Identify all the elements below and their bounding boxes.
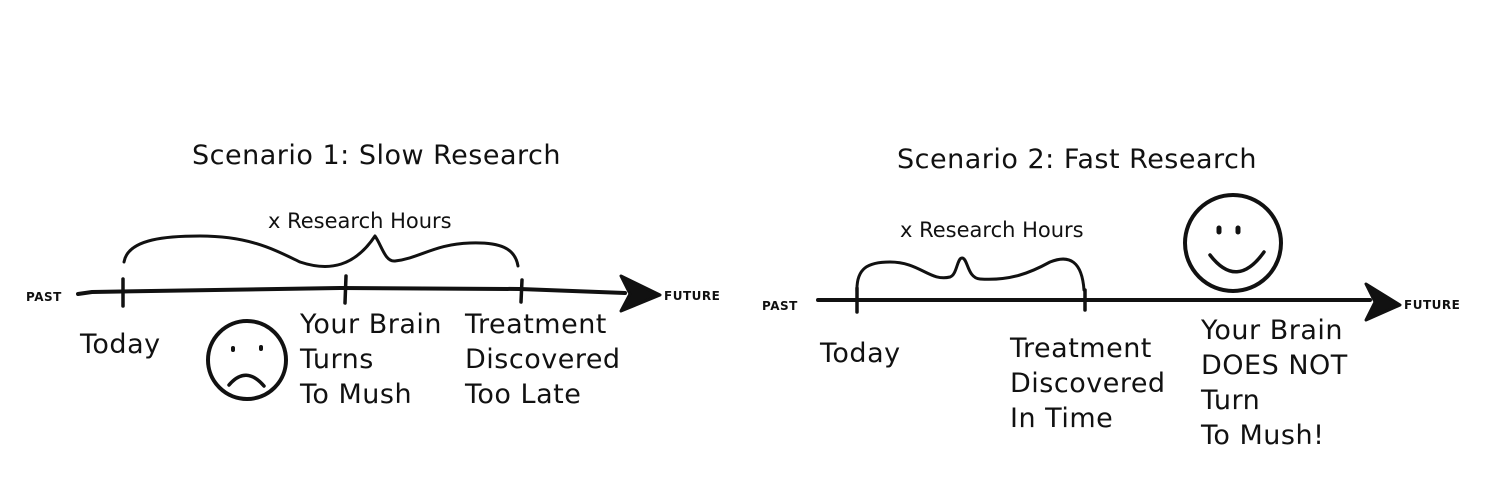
event-line: Discovered xyxy=(465,344,621,375)
scenario1-title: Scenario 1: Slow Research xyxy=(192,140,561,171)
event-line: Turn xyxy=(1201,385,1261,416)
scenario2-future-label: FUTURE xyxy=(1404,298,1461,312)
event-line: Your Brain xyxy=(300,309,443,340)
scenario1-event-treatment: Treatment Discovered Too Late xyxy=(465,307,621,412)
scenario2-event-treatment: Treatment Discovered In Time xyxy=(1010,331,1166,436)
scenario2-happy-face-mouth xyxy=(1208,250,1266,274)
scenario2-happy-face-eyes xyxy=(1216,225,1241,235)
scenario1-research-brace xyxy=(122,234,520,268)
scenario2-timeline xyxy=(816,193,1402,322)
scenario2-today-label: Today xyxy=(820,338,901,369)
scenario2-title: Scenario 2: Fast Research xyxy=(897,144,1257,175)
scenario1-sad-face xyxy=(206,319,288,401)
scenario1-brace-label: x Research Hours xyxy=(268,209,452,233)
scenario1-future-label: FUTURE xyxy=(664,289,721,303)
event-line: Your Brain xyxy=(1201,315,1344,346)
event-line: To Mush! xyxy=(1201,420,1325,451)
scenario1-today-label: Today xyxy=(80,329,161,360)
event-line: Too Late xyxy=(465,379,582,410)
scenario2-happy-face xyxy=(1183,193,1283,293)
scenario1-timeline-axis xyxy=(76,286,627,296)
scenario1-timeline xyxy=(76,234,662,401)
event-line: DOES NOT xyxy=(1201,350,1348,381)
scenario2-future-arrowhead xyxy=(1364,282,1402,322)
scenario2-research-brace xyxy=(855,256,1086,294)
scenario1-sad-face-eyes xyxy=(231,345,263,352)
scenario1-tick-brain xyxy=(343,274,348,305)
scenario2-brace-label: x Research Hours xyxy=(900,218,1084,242)
event-line: Treatment xyxy=(465,309,607,340)
event-line: Turns xyxy=(300,344,374,375)
event-line: In Time xyxy=(1010,403,1114,434)
scenario1-event-brain: Your Brain Turns To Mush xyxy=(300,307,442,412)
scenario1-tick-treatment xyxy=(519,278,524,304)
scenario2-past-label: PAST xyxy=(762,299,798,313)
event-line: Treatment xyxy=(1010,333,1152,364)
event-line: To Mush xyxy=(300,379,413,410)
event-line: Discovered xyxy=(1010,368,1166,399)
scenario2-event-brain: Your Brain DOES NOT Turn To Mush! xyxy=(1201,313,1348,453)
scenario1-future-arrowhead xyxy=(619,274,662,313)
scenario1-past-label: PAST xyxy=(26,290,62,304)
scenario1-sad-face-mouth xyxy=(227,373,266,388)
